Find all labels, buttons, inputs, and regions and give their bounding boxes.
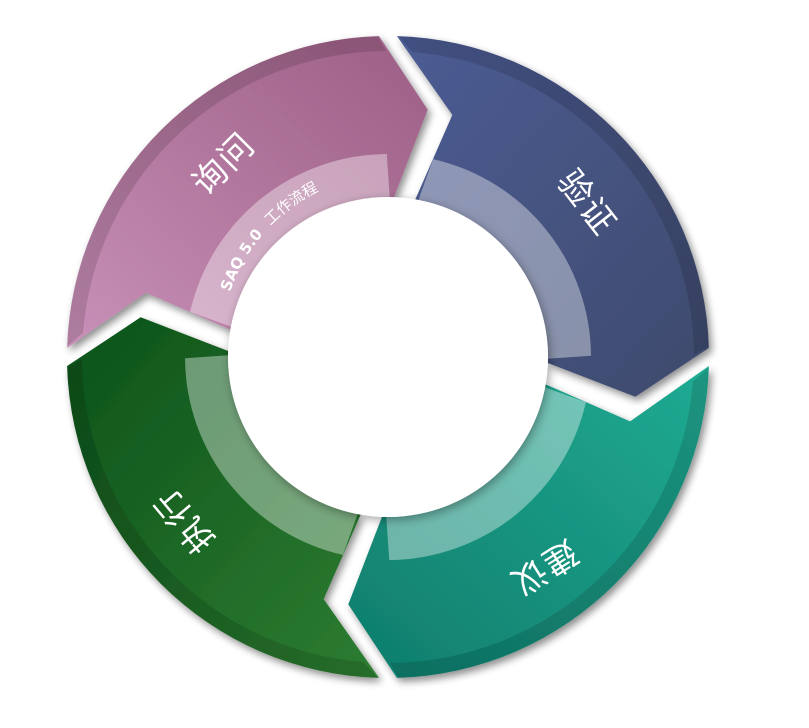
center-hub xyxy=(228,197,548,517)
segment-execute[interactable] xyxy=(67,317,380,678)
segment-verify[interactable] xyxy=(396,36,709,397)
cycle-segments xyxy=(67,36,709,678)
segment-inquire[interactable] xyxy=(67,36,428,349)
segment-suggest[interactable] xyxy=(348,365,709,678)
inner-translucent-ring xyxy=(185,154,591,560)
